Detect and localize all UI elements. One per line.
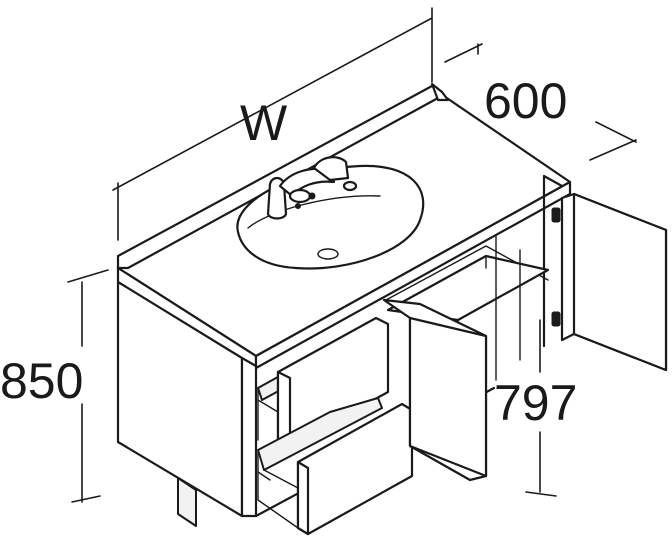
drawer-lower[interactable]	[257, 397, 414, 536]
faucet	[266, 156, 358, 220]
width-dimension: W	[112, 7, 433, 241]
countertop	[116, 82, 572, 370]
inner-height-label: 797	[494, 375, 577, 431]
width-label: W	[240, 95, 288, 151]
inner-height-dimension: 797	[494, 319, 577, 497]
depth-dimension: 600	[444, 43, 637, 161]
hinge-upper-icon	[551, 207, 561, 223]
depth-label: 600	[484, 73, 567, 129]
drain	[317, 248, 339, 260]
height-label: 850	[0, 353, 83, 409]
door-left[interactable]	[382, 298, 488, 482]
hinge-lower-icon	[551, 311, 561, 327]
door-right[interactable]	[551, 192, 668, 372]
height-dimension: 850	[0, 269, 109, 503]
